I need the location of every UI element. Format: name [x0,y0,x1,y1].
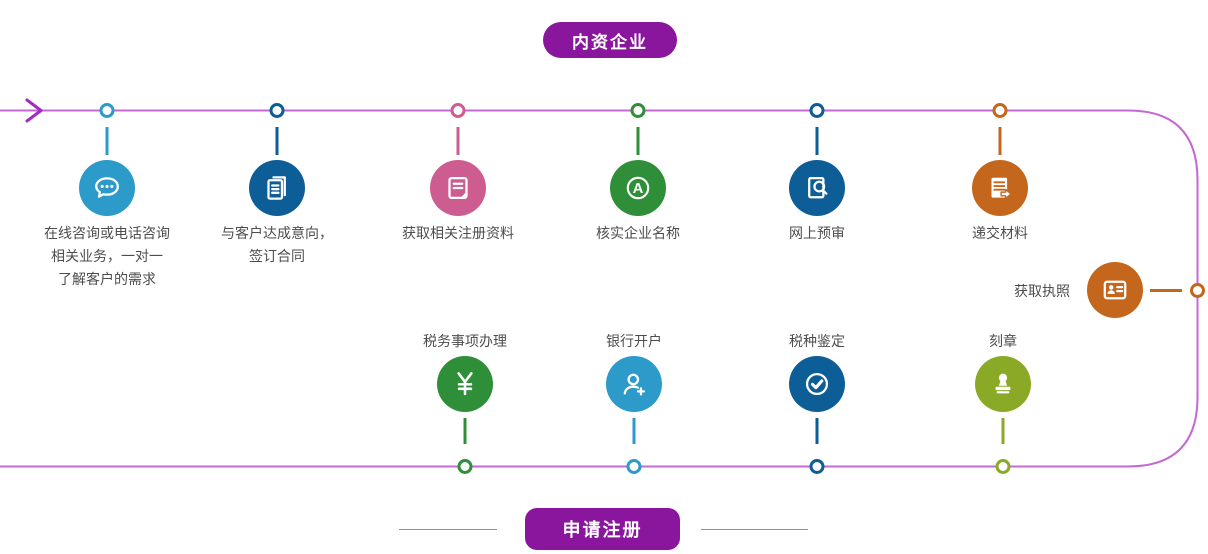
timeline-node [809,103,825,118]
timeline-node [1190,283,1205,298]
step-label: 刻章 [989,333,1017,349]
contract-documents-icon [267,176,286,200]
online-review-search-icon [808,176,828,199]
submit-materials-icon-circle [972,160,1028,216]
step-label: 税种鉴定 [789,333,845,349]
step-get-registration-materials: 获取相关注册资料 [373,103,543,303]
stamp-icon [995,373,1011,394]
step-label: 在线咨询或电话咨询 相关业务，一对一 了解客户的需求 [44,225,170,288]
step-label: 银行开户 [606,333,662,349]
submit-materials-icon [991,177,1012,200]
connector-stem [998,127,1002,155]
timeline-node [630,103,646,118]
letter-a-icon-circle: A [610,160,666,216]
connector-stem [456,127,460,155]
timeline-node [450,103,466,118]
step-label: 与客户达成意向， 签订合同 [221,225,333,265]
step-sign-contract: 与客户达成意向， 签订合同 [192,103,362,303]
step-open-bank-account: 银行开户 [549,330,719,480]
add-user-icon-circle [606,356,662,412]
step-tax-matters: 税务事项办理 [380,330,550,480]
check-circle-icon [805,372,829,396]
timeline-node [809,459,825,474]
add-user-icon [623,373,646,396]
stamp-icon-circle [975,356,1031,412]
timeline-node [457,459,473,474]
timeline-node [995,459,1011,474]
yen-icon-circle [437,356,493,412]
step-label: 税务事项办理 [423,333,507,349]
badge-apply-registration: 申请注册 [525,508,680,550]
connector-stem [1001,418,1005,444]
step-label-get-license: 获取执照 [1014,283,1070,299]
step-label: 核实企业名称 [596,225,680,241]
step-verify-company-name: A 核实企业名称 [553,103,723,303]
connector-stem [105,127,109,155]
timeline-node [992,103,1008,118]
connector-stem [463,418,467,444]
step-label: 获取相关注册资料 [402,225,514,241]
license-card-icon-circle [1087,262,1143,318]
divider-line [701,529,808,530]
connector-stem [1150,289,1182,292]
registration-form-icon [448,176,468,200]
connector-stem [636,127,640,155]
license-card-icon [1103,280,1127,300]
registration-form-icon-circle [430,160,486,216]
step-submit-materials: 递交材料 [915,103,1085,303]
step-online-preliminary-review: 网上预审 [732,103,902,303]
connector-stem [275,127,279,155]
letter-a-icon: A [626,176,650,200]
flow-arrow-icon [25,98,43,123]
chat-icon [95,177,119,198]
yen-icon [457,372,473,396]
timeline-node [269,103,285,118]
svg-text:A: A [633,181,644,197]
check-circle-icon-circle [789,356,845,412]
timeline-node [99,103,115,118]
contract-documents-icon-circle [249,160,305,216]
connector-stem [815,127,819,155]
connector-stem [632,418,636,444]
timeline-node [626,459,642,474]
step-online-consult: 在线咨询或电话咨询 相关业务，一对一 了解客户的需求 [22,103,192,303]
step-label: 网上预审 [789,225,845,241]
divider-line [399,529,497,530]
step-label: 递交材料 [972,225,1028,241]
badge-domestic-enterprise: 内资企业 [543,22,677,58]
chat-icon-circle [79,160,135,216]
step-seal-engraving: 刻章 [918,330,1088,480]
online-review-search-icon-circle [789,160,845,216]
step-tax-type-assessment: 税种鉴定 [732,330,902,480]
connector-stem [815,418,819,444]
